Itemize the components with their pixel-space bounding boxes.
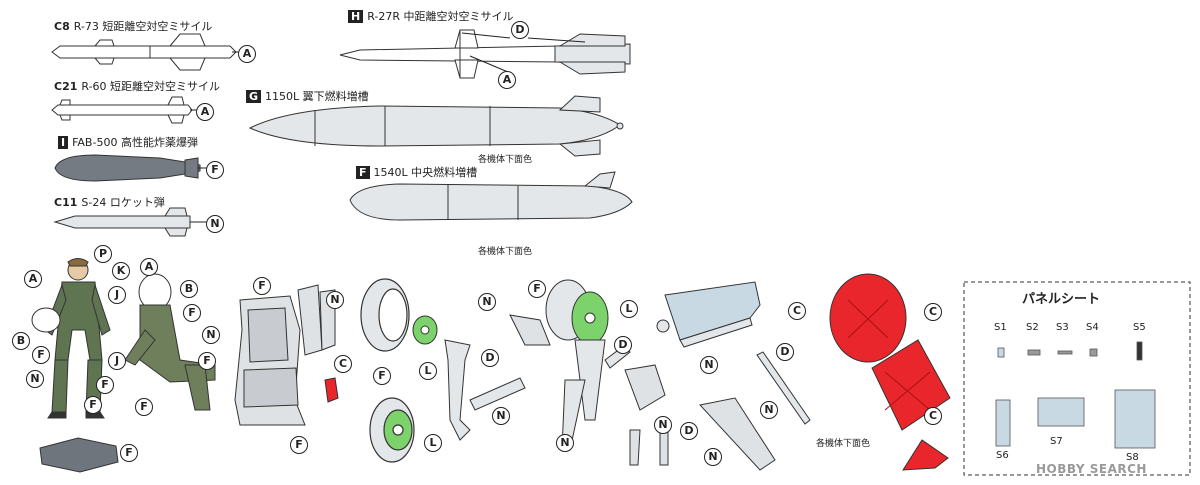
- callout-l: L: [419, 362, 437, 380]
- callout-f: F: [206, 161, 224, 179]
- callout-n: N: [492, 407, 510, 425]
- actuator-end-part: [656, 319, 670, 333]
- r73-missile-part: [51, 33, 237, 71]
- seat-headrest-part: [297, 284, 336, 356]
- callout-b: B: [180, 280, 198, 298]
- callout-a: A: [24, 270, 42, 288]
- callout-n: N: [704, 448, 722, 466]
- callout-a: A: [498, 71, 516, 89]
- callout-n: N: [760, 401, 778, 419]
- red-fin-part: [902, 439, 949, 471]
- callout-f: F: [198, 352, 216, 370]
- 1150l-tank-part: [248, 95, 624, 157]
- gear-door-part: [664, 281, 761, 348]
- callout-n: N: [202, 326, 220, 344]
- red-canopy-part: [829, 273, 907, 363]
- callout-n: N: [654, 416, 672, 434]
- callout-f: F: [290, 436, 308, 454]
- panel-sheet-title: パネルシート: [1022, 292, 1101, 307]
- callout-a: A: [140, 258, 158, 276]
- panel-s3-label: S3: [1056, 322, 1069, 333]
- callout-a: A: [238, 45, 256, 63]
- callout-j: J: [108, 352, 126, 370]
- nose-wheel-part: [369, 397, 415, 463]
- callout-f: F: [373, 367, 391, 385]
- underside-color-note: 各機体下面色: [478, 247, 533, 257]
- panel-s2-label: S2: [1026, 322, 1039, 333]
- callout-f: F: [84, 396, 102, 414]
- callout-n: N: [478, 293, 496, 311]
- red-seat-handle-part: [324, 377, 339, 403]
- callout-f: F: [32, 346, 50, 364]
- main-gear-assembly-part: [545, 279, 631, 451]
- panel-s5-label: S5: [1133, 322, 1146, 333]
- callout-n: N: [26, 370, 44, 388]
- callout-n: N: [556, 434, 574, 452]
- callout-c: C: [924, 303, 942, 321]
- panel-sheet-decals: [995, 341, 1156, 449]
- callout-d: D: [776, 343, 794, 361]
- gear-bay-parts: [624, 364, 776, 471]
- panel-s6-label: S6: [996, 450, 1009, 461]
- hex-plate-part: [39, 437, 119, 473]
- underside-color-note: 各機体下面色: [478, 155, 533, 165]
- panel-sheet-box: [963, 281, 1191, 476]
- callout-d: D: [511, 21, 529, 39]
- panel-s1-label: S1: [994, 322, 1007, 333]
- gear-link-part: [509, 314, 551, 346]
- strut-rod-part: [756, 351, 811, 425]
- callout-l: L: [424, 434, 442, 452]
- green-wheel-hub-part: [412, 315, 438, 345]
- panel-s8-label: S8: [1126, 452, 1139, 463]
- callout-n: N: [206, 215, 224, 233]
- watermark: HOBBY SEARCH: [1036, 462, 1147, 476]
- callout-j: J: [108, 286, 126, 304]
- underside-color-note: 各機体下面色: [816, 439, 871, 449]
- callout-f: F: [528, 280, 546, 298]
- panel-s4-label: S4: [1086, 322, 1099, 333]
- callout-d: D: [614, 336, 632, 354]
- callout-n: N: [326, 291, 344, 309]
- s24-rocket-part: [53, 207, 191, 237]
- 1540l-tank-part: [349, 171, 633, 221]
- callout-a: A: [196, 103, 214, 121]
- ejection-seat-part: [234, 295, 306, 426]
- callout-l: L: [620, 300, 638, 318]
- standing-pilot-figure: [31, 258, 111, 419]
- callout-f: F: [253, 277, 271, 295]
- callout-f: F: [135, 398, 153, 416]
- r60-missile-part: [51, 96, 193, 124]
- callout-d: D: [680, 422, 698, 440]
- callout-f: F: [183, 304, 201, 322]
- fab500-bomb-part: [54, 154, 201, 182]
- callout-c: C: [924, 407, 942, 425]
- callout-f: F: [120, 444, 138, 462]
- callout-f: F: [96, 376, 114, 394]
- nose-gear-strut-part: [444, 339, 526, 441]
- callout-p: P: [94, 245, 112, 263]
- r27r-missile-part: [339, 29, 631, 79]
- panel-s7-label: S7: [1050, 436, 1063, 447]
- callout-n: N: [700, 356, 718, 374]
- callout-b: B: [12, 332, 30, 350]
- callout-c: C: [788, 302, 806, 320]
- callout-d: D: [481, 349, 499, 367]
- seated-pilot-figure: [124, 273, 216, 411]
- callout-k: K: [112, 262, 130, 280]
- main-wheel-tire-part: [360, 278, 410, 352]
- callout-c: C: [334, 355, 352, 373]
